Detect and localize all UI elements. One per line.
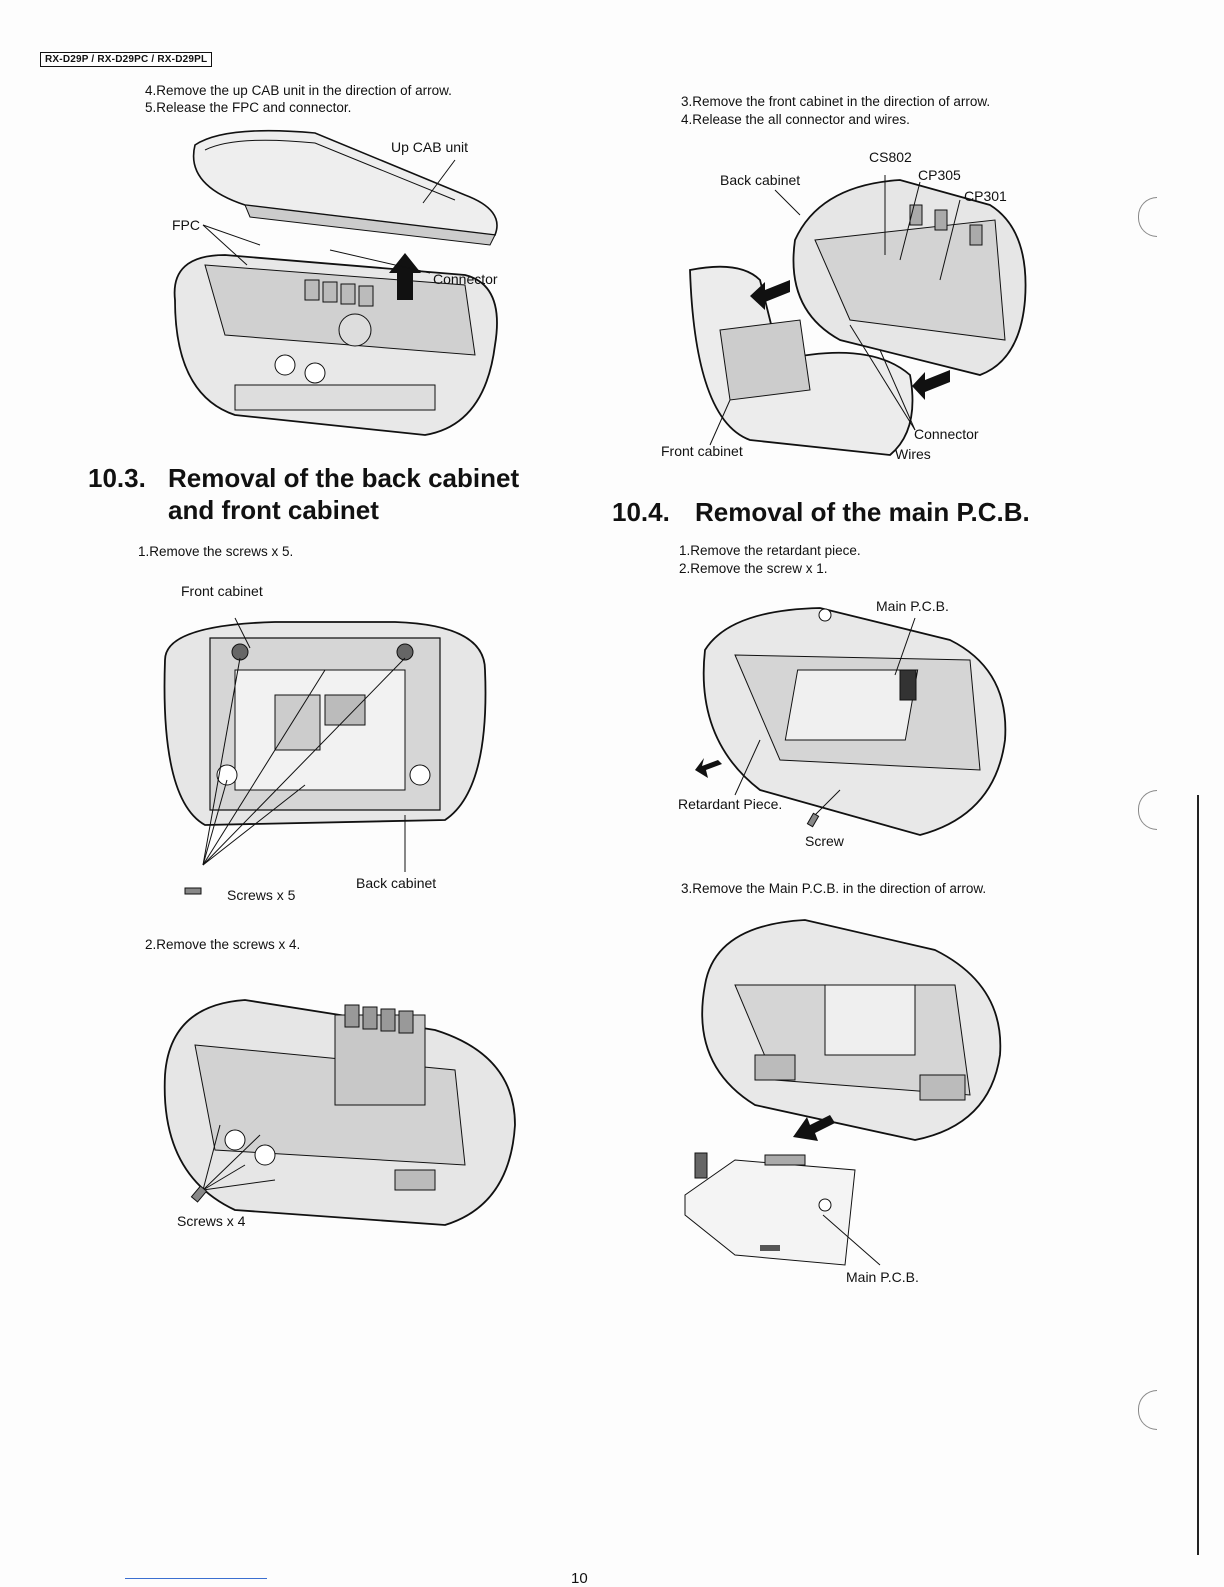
label-front-cabinet-fig2: Front cabinet [181, 583, 263, 599]
section-10-4-title: Removal of the main P.C.B. [695, 497, 1030, 527]
margin-rule [1197, 795, 1199, 1555]
page-number: 10 [571, 1570, 588, 1587]
section-10-4-step1: 1.Remove the retardant piece. [679, 543, 861, 558]
label-cp301: CP301 [964, 188, 1007, 204]
binder-hole-mark [1138, 1390, 1157, 1430]
right-step-3: 3.Remove the front cabinet in the direct… [681, 94, 991, 109]
right-step-4: 4.Release the all connector and wires. [681, 112, 910, 127]
footer-link-line [125, 1578, 267, 1579]
label-connector: Connector [433, 271, 498, 287]
section-10-4-step2: 2.Remove the screw x 1. [679, 561, 828, 576]
label-screws-x5: Screws x 5 [227, 887, 296, 903]
figure-back-cabinet-screws [155, 600, 495, 900]
binder-hole-mark [1138, 197, 1157, 237]
left-step-4: 4.Remove the up CAB unit in the directio… [145, 83, 452, 98]
label-fpc: FPC [172, 217, 200, 233]
section-10-4-step3: 3.Remove the Main P.C.B. in the directio… [681, 881, 987, 896]
label-main-pcb-fig6: Main P.C.B. [846, 1269, 919, 1285]
label-back-cabinet-fig2: Back cabinet [356, 875, 437, 891]
figure-screws-x4 [155, 975, 525, 1235]
label-front-cabinet-fig4: Front cabinet [661, 443, 743, 459]
left-step-5: 5.Release the FPC and connector. [145, 100, 352, 115]
section-10-3-number: 10.3. [88, 463, 146, 493]
figure-front-cabinet-removal [650, 170, 1040, 460]
section-10-3-title-line1: Removal of the back cabinet [168, 463, 520, 493]
label-screws-x4: Screws x 4 [177, 1213, 246, 1229]
binder-hole-mark [1138, 790, 1157, 830]
section-10-3-step1: 1.Remove the screws x 5. [138, 544, 294, 559]
label-connector-fig4: Connector [914, 426, 979, 442]
label-main-pcb-fig5: Main P.C.B. [876, 598, 949, 614]
label-up-cab-unit: Up CAB unit [391, 139, 469, 155]
section-10-3-step2: 2.Remove the screws x 4. [145, 937, 301, 952]
figure-main-pcb-removed [675, 905, 1020, 1285]
figure-main-pcb-retardant [690, 600, 1020, 850]
model-header-tag: RX-D29P / RX-D29PC / RX-D29PL [40, 52, 213, 67]
section-10-3-title-line2: and front cabinet [168, 495, 379, 525]
label-cs802: CS802 [869, 149, 912, 165]
section-10-4-number: 10.4. [612, 497, 670, 527]
label-retardant-piece: Retardant Piece. [678, 796, 783, 812]
label-screw: Screw [805, 833, 844, 849]
label-wires: Wires [895, 446, 931, 462]
label-back-cabinet-fig4: Back cabinet [720, 172, 801, 188]
figure-up-cab-removal [165, 125, 515, 445]
label-cp305: CP305 [918, 167, 961, 183]
